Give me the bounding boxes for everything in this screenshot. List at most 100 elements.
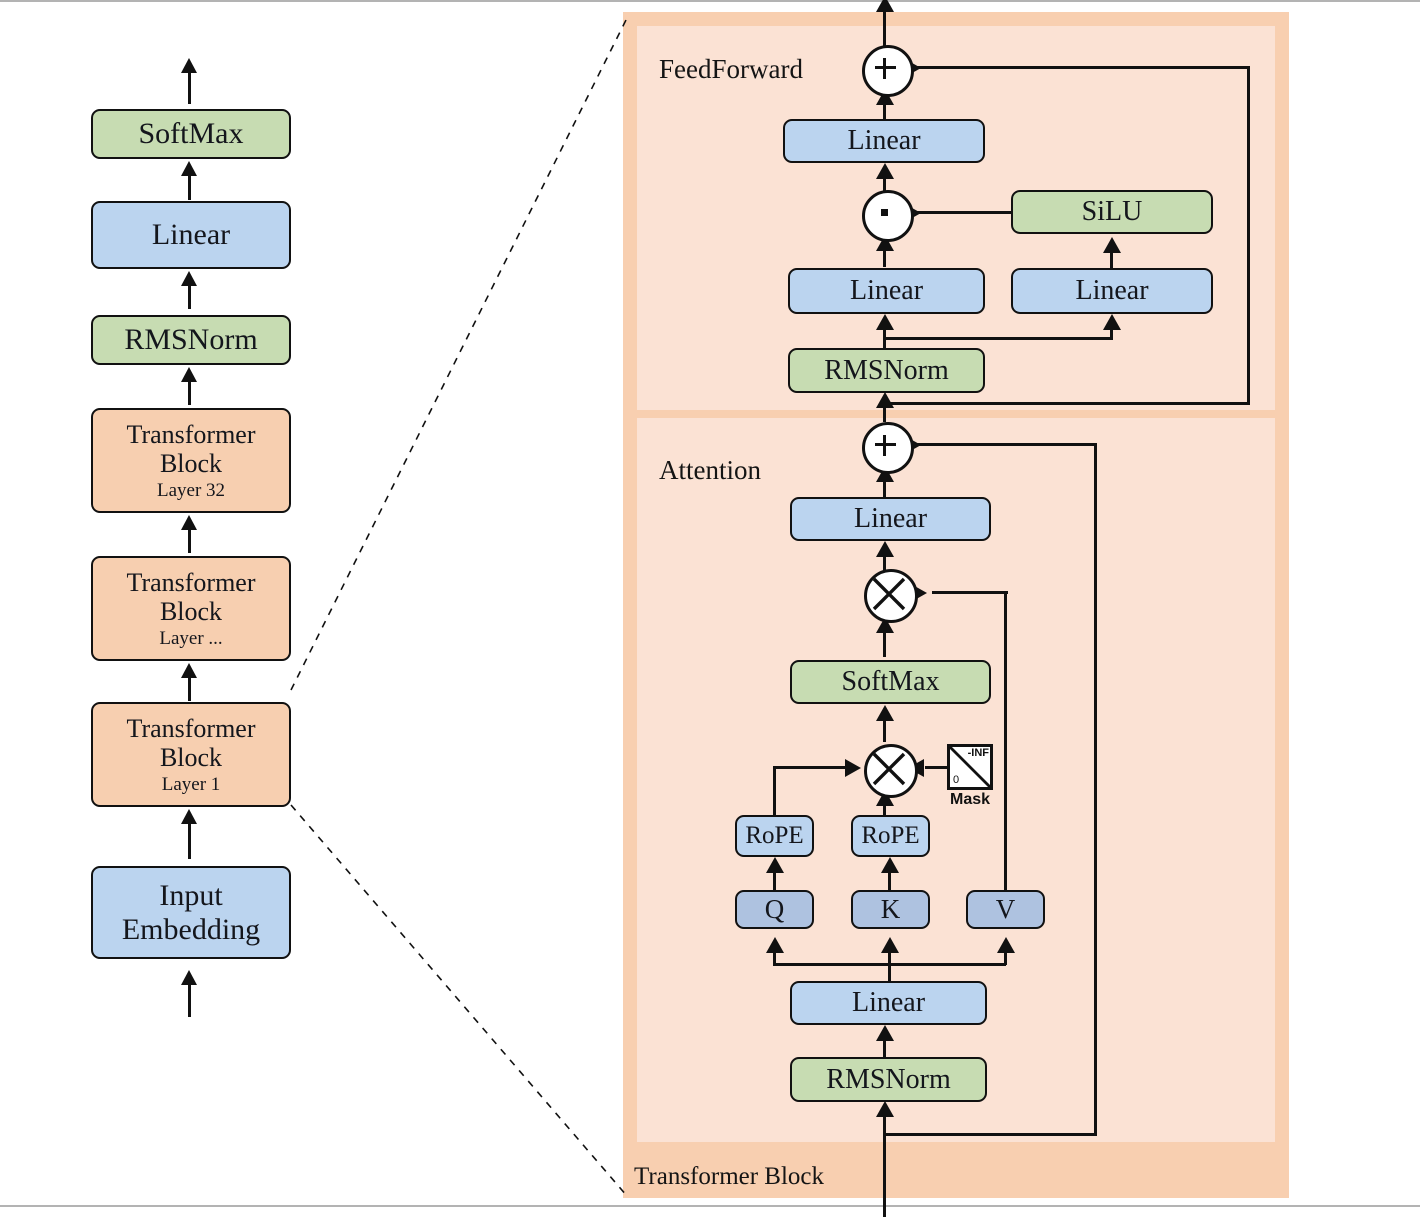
ff-residual-add-op[interactable] — [862, 45, 914, 97]
node-rmsnorm-final[interactable]: RMSNorm — [91, 315, 291, 365]
node-ff-linear-gate[interactable]: Linear — [788, 268, 985, 314]
node-linear-head[interactable]: Linear — [91, 201, 291, 269]
qkv-fanout-k-arrowhead — [881, 937, 899, 953]
arrow-shaft-block32-in — [188, 520, 192, 553]
k-to-rope-arrowhead — [881, 857, 899, 873]
rope-q-elbow-v — [773, 766, 777, 815]
attention-residual-h-bottom — [883, 1133, 1097, 1137]
attention-residual-add-op[interactable] — [862, 422, 914, 474]
arrow-shaft-block1-in — [188, 814, 192, 859]
transformer-block-outer-label: Transformer Block — [634, 1163, 825, 1190]
ff-output-shaft — [883, 0, 887, 48]
node-softmax[interactable]: SoftMax — [91, 109, 291, 159]
node-input-embedding[interactable]: Input Embedding — [91, 866, 291, 959]
node-attention-linear-in[interactable]: Linear — [790, 981, 987, 1025]
node-label: Linear — [1075, 275, 1149, 307]
bottom-divider — [0, 1205, 1420, 1207]
node-label: Transformer Block — [126, 567, 256, 626]
qkv-fanout-v-shaft — [1004, 944, 1008, 965]
attention-av-to-linear-shaft — [883, 547, 887, 571]
rope-k-to-matmul-shaft — [883, 795, 887, 817]
arrow-head-block32-in — [181, 515, 197, 530]
node-label: Transformer Block — [126, 419, 256, 478]
attention-residual-v — [1094, 443, 1098, 1136]
ff-silu-to-mul-line — [907, 211, 1011, 215]
attention-qk-to-softmax-shaft — [883, 710, 887, 742]
node-ff-linear-up[interactable]: Linear — [1011, 268, 1213, 314]
arrow-shaft-softmax-in — [188, 166, 192, 200]
node-label: Linear — [849, 275, 924, 307]
qkv-fanout-v-arrowhead — [997, 937, 1015, 953]
ff-residual-h-top — [907, 66, 1250, 70]
node-attention-softmax[interactable]: SoftMax — [790, 660, 991, 704]
q-to-rope-arrowhead — [766, 857, 784, 873]
attention-out-shaft — [883, 472, 887, 499]
node-label: Linear — [151, 218, 231, 252]
ff-rmsnorm-gate-shaft — [883, 320, 887, 348]
arrow-shaft-output — [188, 62, 192, 104]
attention-matmul-qk-op[interactable] — [864, 744, 918, 798]
node-transformer-block-dots[interactable]: Transformer Block Layer ... — [91, 556, 291, 661]
attention-residual-h-top — [907, 443, 1097, 447]
ff-residual-v — [1247, 66, 1251, 405]
ff-out-shaft — [883, 96, 887, 122]
node-label: RMSNorm — [826, 1063, 951, 1095]
qkv-fanout-k-shaft — [888, 944, 892, 965]
mask-to-matmul-line — [925, 766, 949, 770]
arrow-head-linear-in — [181, 271, 197, 286]
node-label: RoPE — [861, 822, 920, 849]
arrow-shaft-blockdots-in — [188, 668, 192, 701]
ff-rmsnorm-input-shaft — [883, 398, 887, 422]
ff-elementwise-mul-op[interactable] — [862, 190, 914, 242]
qkv-fanout-q-arrowhead — [766, 937, 784, 953]
causal-mask-icon: -INF 0 — [947, 744, 993, 790]
node-label: V — [995, 894, 1016, 925]
ff-rmsnorm-input-arrowhead — [876, 392, 894, 408]
ff-gate-to-mul-shaft — [883, 240, 887, 267]
top-divider — [0, 0, 1420, 2]
node-rope-k[interactable]: RoPE — [851, 815, 930, 857]
node-q[interactable]: Q — [735, 890, 814, 929]
attention-matmul-v-op[interactable] — [864, 569, 918, 623]
node-label: RMSNorm — [824, 354, 949, 386]
ff-residual-h-bottom — [883, 402, 1250, 406]
node-sublabel: Layer 1 — [161, 773, 221, 795]
ff-mul-to-linear-shaft — [883, 168, 887, 193]
rope-q-elbow-h — [773, 766, 845, 770]
node-rope-q[interactable]: RoPE — [735, 815, 814, 857]
node-sublabel: Layer 32 — [156, 479, 226, 501]
node-transformer-block-32[interactable]: Transformer Block Layer 32 — [91, 408, 291, 513]
node-transformer-block-1[interactable]: Transformer Block Layer 1 — [91, 702, 291, 807]
node-label: Input Embedding — [121, 878, 261, 946]
node-attention-rmsnorm[interactable]: RMSNorm — [790, 1057, 987, 1102]
ff-output-arrowhead — [876, 0, 894, 12]
attention-av-to-linear-arrowhead — [876, 541, 894, 557]
ff-up-to-silu-arrowhead — [1103, 237, 1121, 253]
node-label: RMSNorm — [124, 323, 258, 357]
ff-rmsnorm-up-shaft — [1110, 320, 1114, 340]
mask-upper-value: -INF — [967, 747, 989, 759]
arrow-shaft-linear-in — [188, 276, 192, 309]
node-v[interactable]: V — [966, 890, 1045, 929]
ff-rmsnorm-fanout-line — [883, 337, 1113, 341]
node-ff-silu[interactable]: SiLU — [1011, 190, 1213, 234]
attention-rmsnorm-to-linear-shaft — [883, 1030, 887, 1057]
node-label: RoPE — [745, 822, 804, 849]
qkv-fanout-q-shaft — [773, 944, 777, 965]
node-attention-linear-out[interactable]: Linear — [790, 497, 991, 541]
arrow-shaft-embed-in — [188, 975, 192, 1017]
node-label: Linear — [847, 125, 921, 157]
node-label: Linear — [853, 503, 928, 535]
ff-mul-to-linear-arrowhead — [876, 163, 894, 179]
mask-lower-value: 0 — [953, 774, 960, 786]
node-label: SoftMax — [841, 666, 940, 698]
attention-rmsnorm-to-linear-arrowhead — [876, 1025, 894, 1041]
node-k[interactable]: K — [851, 890, 930, 929]
node-ff-rmsnorm[interactable]: RMSNorm — [788, 348, 985, 393]
block-input-arrowhead — [876, 1101, 894, 1117]
node-ff-linear-down[interactable]: Linear — [783, 119, 985, 163]
node-label: SoftMax — [138, 117, 244, 151]
node-label: K — [880, 894, 901, 925]
arrow-head-output — [181, 58, 197, 73]
